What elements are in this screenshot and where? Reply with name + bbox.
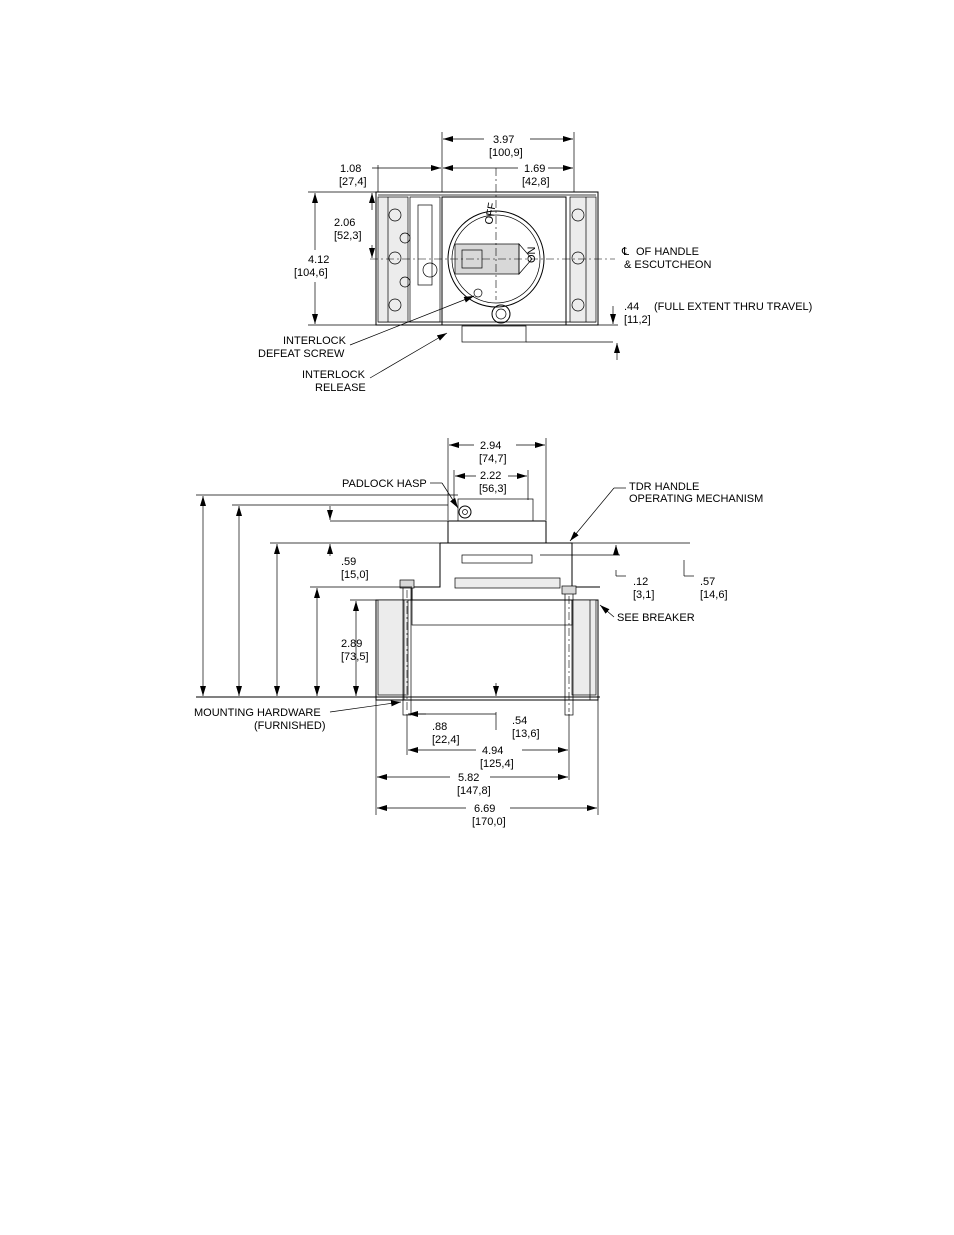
centerline-symbol: ℄ [621, 246, 629, 258]
dim-0-88: .88 [432, 721, 447, 733]
dim-0-12-mm: [3,1] [633, 589, 654, 601]
dim-2-22-mm: [56,3] [479, 483, 507, 495]
dim-0-59-mm: [15,0] [341, 569, 369, 581]
dim-0-88-mm: [22,4] [432, 734, 460, 746]
mounting-hardware-label-1: MOUNTING HARDWARE [194, 707, 321, 719]
escutcheon-plate [441, 196, 567, 326]
dim-0-54: .54 [512, 715, 527, 727]
centerline-label-2: & ESCUTCHEON [624, 259, 711, 271]
dim-2-89-mm: [73,5] [341, 651, 369, 663]
dim-0-44-mm: [11,2] [624, 314, 651, 326]
dim-1-69: 1.69 [524, 163, 545, 175]
dim-6-69-mm: [170,0] [472, 816, 506, 828]
centerline-label-1: OF HANDLE [636, 246, 699, 258]
interlock-release-knob[interactable] [491, 304, 511, 324]
dim-1-08: 1.08 [340, 163, 361, 175]
dim-2-89: 2.89 [341, 638, 362, 650]
dim-2-06: 2.06 [334, 217, 355, 229]
dim-0-57-mm: [14,6] [700, 589, 728, 601]
tdr-handle-label-1: TDR HANDLE [629, 481, 699, 493]
dim-2-06-mm: [52,3] [334, 230, 362, 242]
dim-4-12: 4.12 [308, 254, 329, 266]
svg-text:OFF: OFF [483, 202, 499, 226]
dim-3-97-mm: [100,9] [489, 147, 523, 159]
dim-2-22: 2.22 [480, 470, 501, 482]
dim-4-12-mm: [104,6] [294, 267, 328, 279]
svg-text:ON: ON [526, 246, 538, 263]
dim-0-44-note: (FULL EXTENT THRU TRAVEL) [654, 301, 812, 313]
interlock-release-label-1: INTERLOCK [302, 369, 366, 381]
padlock-hasp-label: PADLOCK HASP [342, 478, 427, 490]
dim-0-12: .12 [633, 576, 648, 588]
dim-2-94-mm: [74,7] [479, 453, 507, 465]
dim-1-08-mm: [27,4] [339, 176, 367, 188]
see-breaker-label: SEE BREAKER [617, 612, 695, 624]
dim-1-69-mm: [42,8] [522, 176, 550, 188]
dim-3-97: 3.97 [493, 134, 514, 146]
dim-0-44: .44 [624, 301, 639, 313]
mounting-hardware-label-2: (FURNISHED) [254, 720, 326, 732]
dim-4-94: 4.94 [482, 745, 503, 757]
padlock-hasp[interactable] [458, 505, 472, 519]
dim-4-94-mm: [125,4] [480, 758, 514, 770]
side-view: 2.94 [74,7] 2.22 [56,3] PADLOCK HASP TDR… [194, 438, 763, 828]
dim-5-82: 5.82 [458, 772, 479, 784]
dim-0-54-mm: [13,6] [512, 728, 540, 740]
top-view: OFF ON 3.97 [100,9] 1.08 [27,4] 1.69 [42… [258, 132, 812, 394]
dim-2-94: 2.94 [480, 440, 501, 452]
dim-0-57: .57 [700, 576, 715, 588]
interlock-release-label-2: RELEASE [315, 382, 366, 394]
interlock-defeat-label-2: DEFEAT SCREW [258, 348, 345, 360]
tdr-handle[interactable] [447, 520, 547, 544]
dim-0-59: .59 [341, 556, 356, 568]
interlock-defeat-label-1: INTERLOCK [283, 335, 347, 347]
dim-5-82-mm: [147,8] [457, 785, 491, 797]
dim-6-69: 6.69 [474, 803, 495, 815]
tdr-handle-label-2: OPERATING MECHANISM [629, 493, 763, 505]
